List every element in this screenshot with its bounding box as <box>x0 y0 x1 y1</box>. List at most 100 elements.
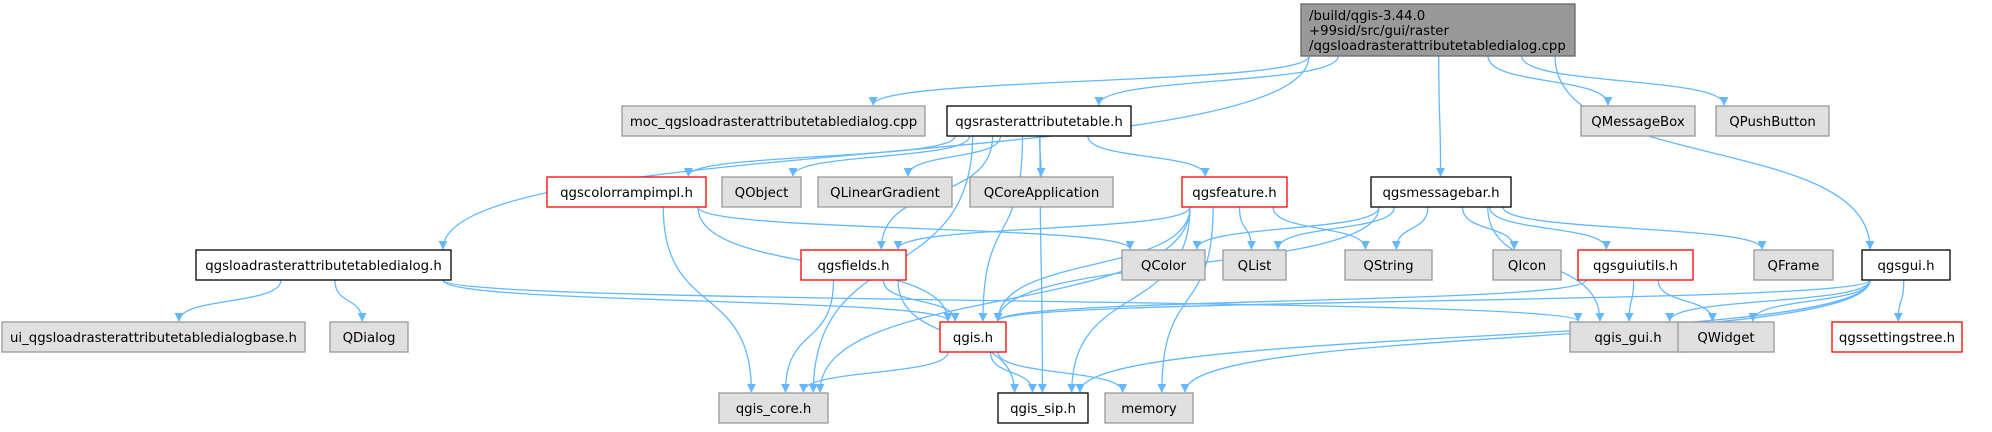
edge-qgsgui-to-qgissip <box>1075 279 1871 393</box>
node-dialogh[interactable]: qgsloadrasterattributetabledialog.h <box>195 249 452 281</box>
node-box-qgsgui <box>1861 249 1951 281</box>
edge-root-to-pushbtn <box>1520 55 1729 106</box>
node-box-settingstree <box>1831 321 1963 353</box>
edge-feature-to-memory <box>1157 206 1214 393</box>
node-box-memory <box>1104 392 1194 424</box>
node-qframe: QFrame <box>1753 249 1834 281</box>
edge-root-to-msgbox <box>1487 55 1613 106</box>
edge-feature-to-qgissip <box>1067 206 1191 393</box>
node-box-rat <box>946 105 1132 137</box>
node-label-qwidget: QWidget <box>1697 331 1754 346</box>
node-label-qlist: QList <box>1238 259 1272 274</box>
node-root[interactable]: /build/qgis-3.44.0+99sid/src/gui/raster/… <box>1300 3 1576 57</box>
node-box-fields <box>800 249 907 281</box>
node-label-qcoreapp: QCoreApplication <box>984 186 1100 201</box>
node-qgissip[interactable]: qgis_sip.h <box>997 392 1089 424</box>
node-qlineargradient: QLinearGradient <box>817 176 953 208</box>
node-settingstree[interactable]: qgssettingstree.h <box>1831 321 1963 353</box>
node-box-qwidget <box>1677 321 1775 353</box>
edge-qgish-to-qgissip <box>989 351 1037 393</box>
node-box-qobject <box>721 176 802 208</box>
edge-guiutils-to-qwidget <box>1657 279 1717 322</box>
edge-root-to-moc <box>868 55 1310 106</box>
nodes-layer: /build/qgis-3.44.0+99sid/src/gui/raster/… <box>1 3 1963 424</box>
edge-rat-to-qobject <box>788 135 971 177</box>
node-box-qicon <box>1492 249 1562 281</box>
node-label-qicon: QIcon <box>1508 259 1546 274</box>
node-qlist: QList <box>1222 249 1287 281</box>
edge-qgsgui-to-qwidget <box>1748 279 1871 322</box>
node-box-root <box>1300 3 1576 57</box>
node-rat[interactable]: qgsrasterattributetable.h <box>946 105 1132 137</box>
node-box-qcoreapp <box>969 176 1114 208</box>
edge-rat-to-colorramp <box>683 135 956 177</box>
node-box-msgbar <box>1370 176 1512 208</box>
node-label-root-line-2: /qgsloadrasterattributetabledialog.cpp <box>1309 39 1566 54</box>
node-box-qgisgui <box>1569 321 1687 353</box>
node-box-qgish <box>939 321 1007 353</box>
node-box-qlineargradient <box>817 176 953 208</box>
node-label-feature: qgsfeature.h <box>1192 186 1276 201</box>
node-msgbox: QMessageBox <box>1580 105 1696 137</box>
edge-msgbar-to-qcolor <box>1192 206 1380 250</box>
node-box-dialogh <box>195 249 452 281</box>
edge-rat-to-feature <box>1087 135 1210 177</box>
edge-msgbar-to-guiutils <box>1488 206 1611 250</box>
node-colorramp[interactable]: qgscolorrampimpl.h <box>546 176 707 208</box>
node-qgisgui: qgis_gui.h <box>1569 321 1687 353</box>
node-qstring: QString <box>1344 249 1433 281</box>
edge-msgbar-to-qstring <box>1391 206 1429 250</box>
node-label-colorramp: qgscolorrampimpl.h <box>560 186 693 201</box>
edge-root-to-msgbar <box>1436 55 1446 177</box>
node-feature[interactable]: qgsfeature.h <box>1181 176 1288 208</box>
edge-rat-to-qlineargradient <box>903 135 1002 177</box>
node-label-msgbox: QMessageBox <box>1591 115 1685 130</box>
node-label-qdialog: QDialog <box>343 331 396 346</box>
edge-rat-to-qgish <box>978 135 1024 322</box>
node-label-root-line-1: +99sid/src/gui/raster <box>1309 24 1449 39</box>
node-qicon: QIcon <box>1492 249 1562 281</box>
node-box-qgiscore <box>718 392 829 424</box>
node-box-qdialog <box>329 321 409 353</box>
node-pushbtn: QPushButton <box>1715 105 1830 137</box>
node-label-qcolor: QColor <box>1141 259 1187 274</box>
node-guiutils[interactable]: qgsguiutils.h <box>1577 249 1694 281</box>
edge-guiutils-to-qgish <box>993 279 1587 322</box>
node-label-fields: qgsfields.h <box>817 259 889 274</box>
node-label-qgsgui: qgsgui.h <box>1877 259 1934 274</box>
node-qdialog: QDialog <box>329 321 409 353</box>
edge-dialogh-to-qdialog <box>334 279 367 322</box>
node-label-memory: memory <box>1121 402 1177 417</box>
edge-dialogh-to-qgish <box>442 279 953 322</box>
edge-dialogh-to-uibase <box>174 279 282 322</box>
edge-root-to-qgsgui <box>1554 55 1875 250</box>
node-uibase: ui_qgsloadrasterattributetabledialogbase… <box>1 321 306 353</box>
edge-msgbar-to-qicon <box>1461 206 1519 250</box>
edge-colorramp-to-qcolor <box>697 206 1135 250</box>
edge-feature-to-qgish <box>993 206 1191 322</box>
node-box-qframe <box>1753 249 1834 281</box>
node-qgsgui[interactable]: qgsgui.h <box>1861 249 1951 281</box>
node-msgbar[interactable]: qgsmessagebar.h <box>1370 176 1512 208</box>
edge-colorramp-to-qgiscore <box>662 206 756 393</box>
node-label-qgissip: qgis_sip.h <box>1010 402 1076 417</box>
node-label-settingstree: qgssettingstree.h <box>1839 331 1955 346</box>
edge-msgbar-to-qframe <box>1502 206 1767 250</box>
edge-dialogh-to-qgisgui <box>442 279 1583 322</box>
node-qcolor: QColor <box>1121 249 1206 281</box>
node-qgish[interactable]: qgis.h <box>939 321 1007 353</box>
node-box-moc <box>621 105 926 137</box>
node-label-qlineargradient: QLinearGradient <box>830 186 940 201</box>
edge-feature-to-qgiscore <box>815 206 1191 393</box>
edge-msgbar-to-qlist <box>1273 206 1396 250</box>
node-box-guiutils <box>1577 249 1694 281</box>
node-box-uibase <box>1 321 306 353</box>
edge-qgsgui-to-memory <box>1180 279 1871 393</box>
node-label-uibase: ui_qgsloadrasterattributetabledialogbase… <box>10 331 297 346</box>
edge-feature-to-fields <box>893 206 1191 250</box>
node-fields[interactable]: qgsfields.h <box>800 249 907 281</box>
node-box-qgissip <box>997 392 1089 424</box>
node-qwidget: QWidget <box>1677 321 1775 353</box>
node-label-root-line-0: /build/qgis-3.44.0 <box>1309 9 1425 24</box>
